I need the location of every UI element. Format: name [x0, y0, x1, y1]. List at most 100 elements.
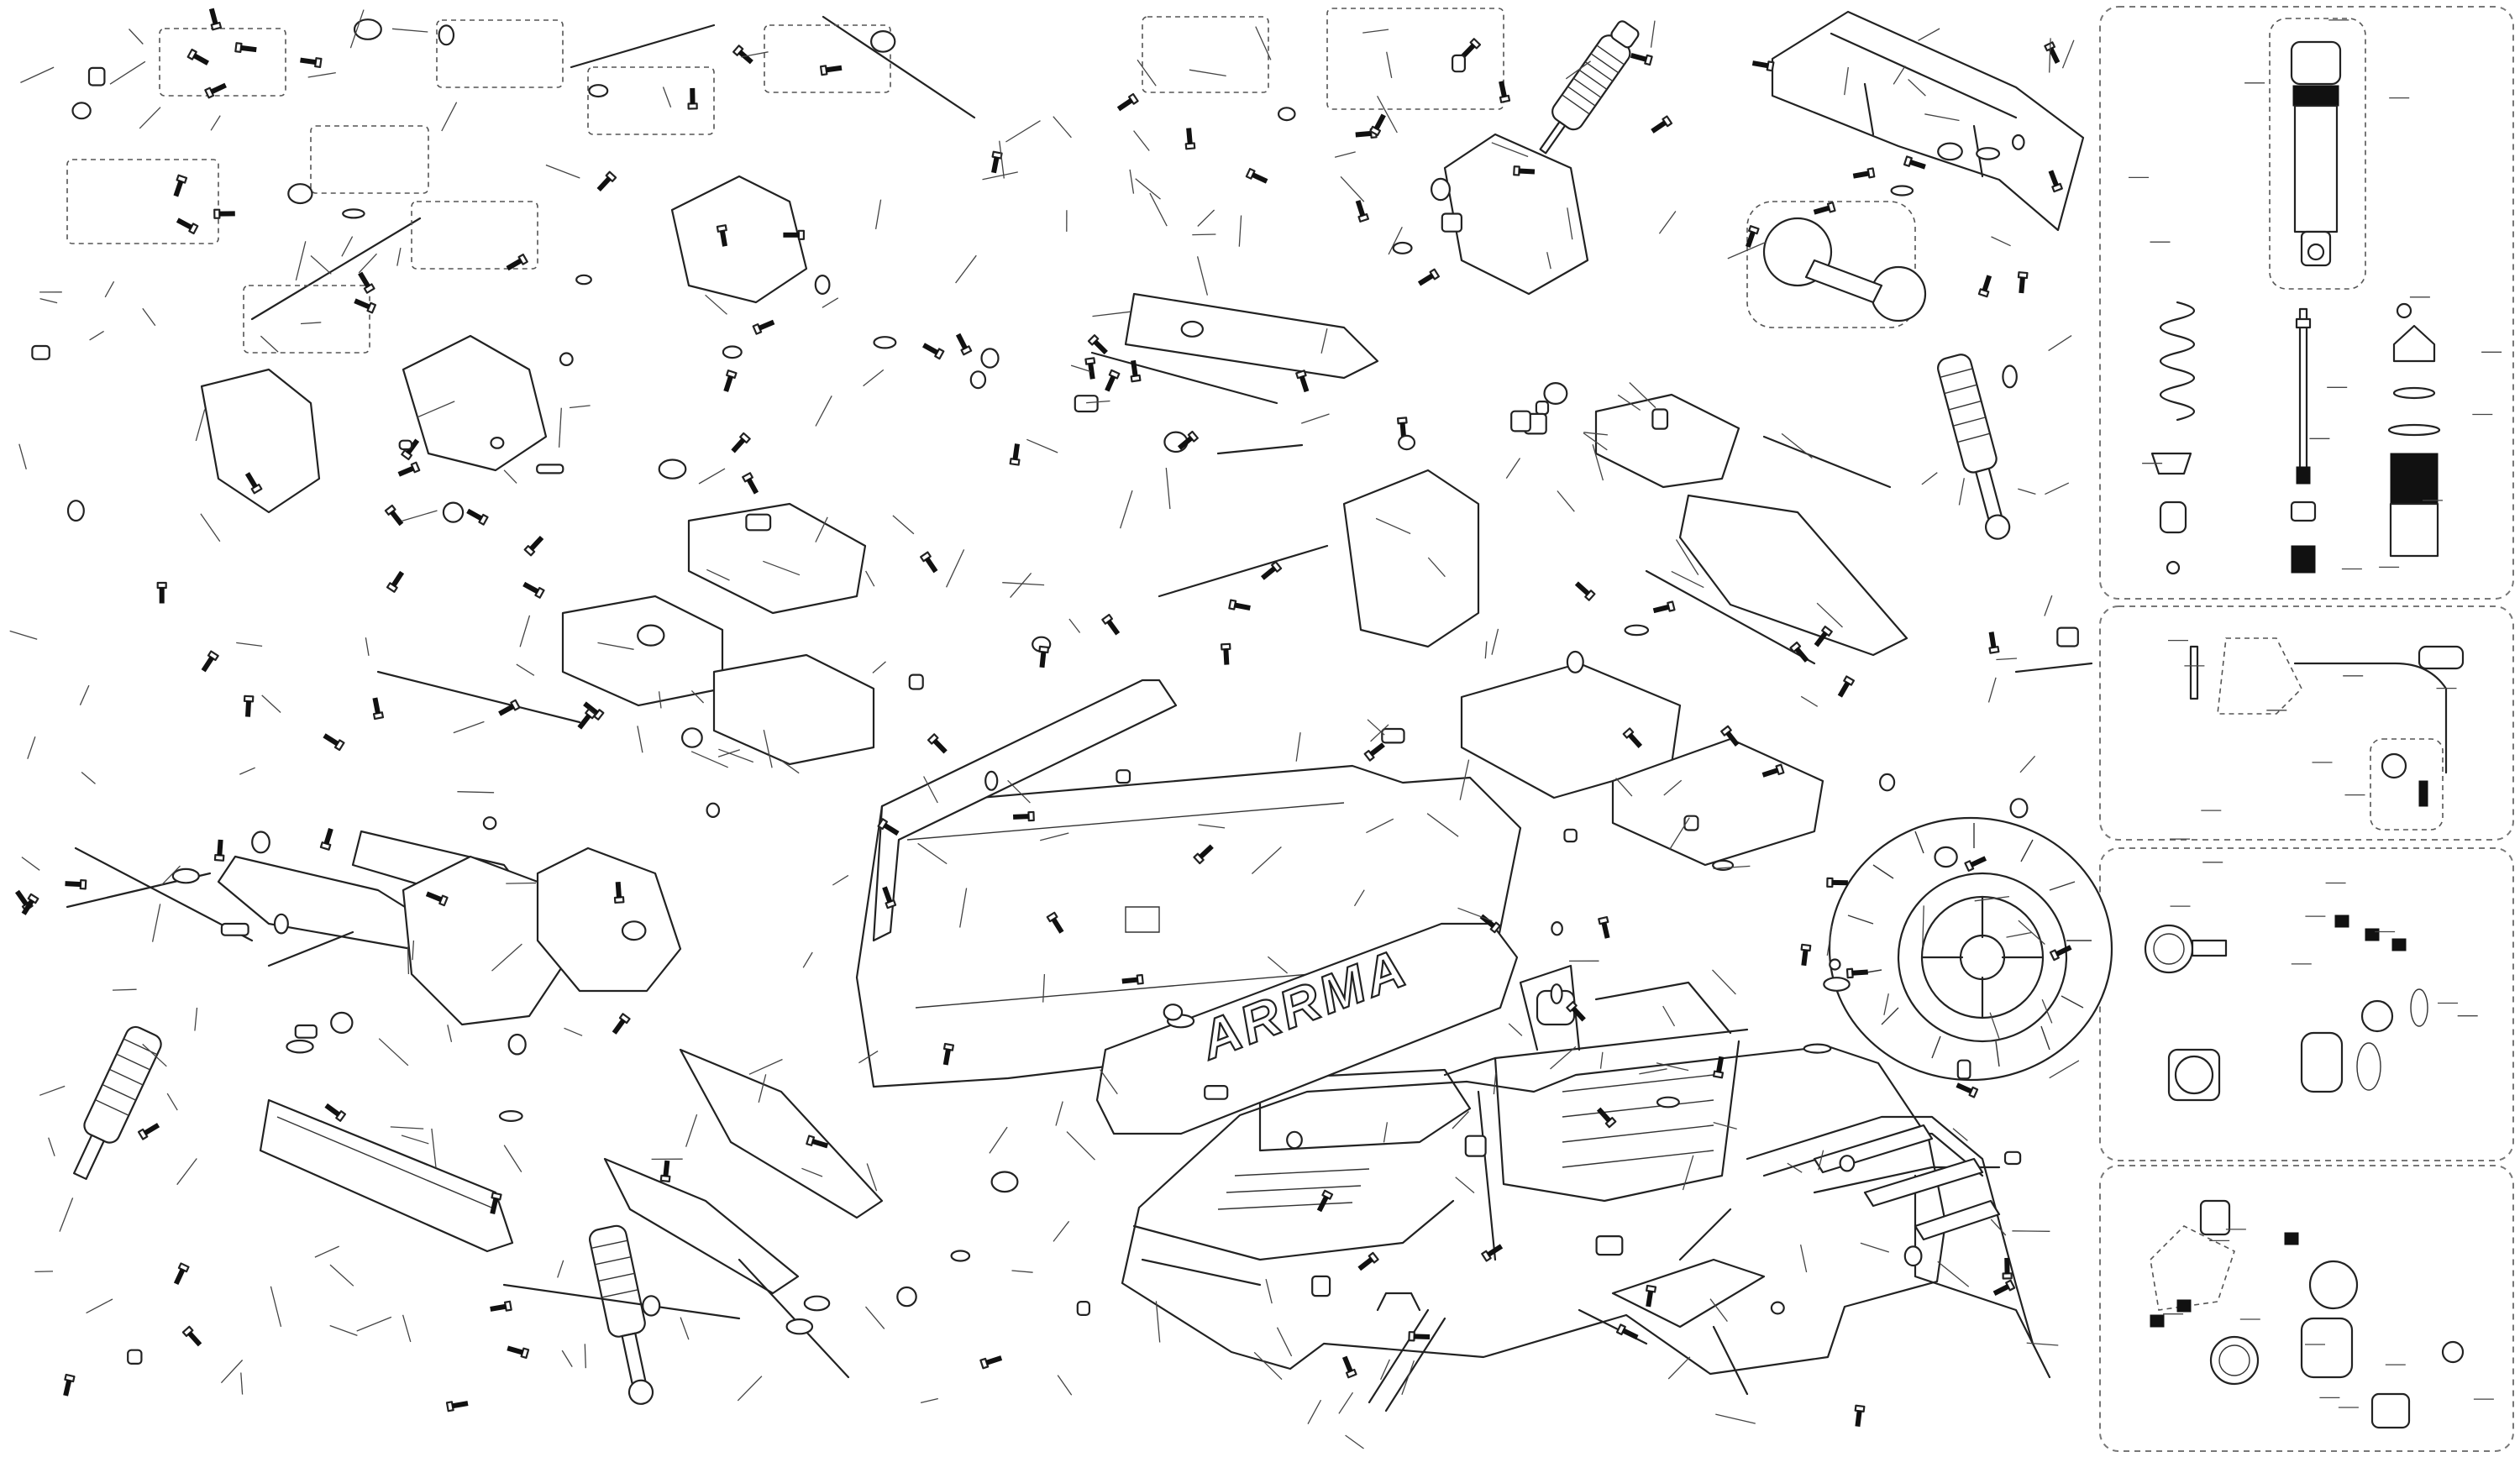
screw: [507, 1345, 530, 1360]
leader-line: [401, 1135, 429, 1145]
screw: [1130, 359, 1142, 383]
leader-line: [1401, 1360, 1415, 1396]
washer: [342, 208, 365, 219]
screw: [1652, 600, 1676, 614]
screw: [1745, 225, 1760, 248]
screw: [783, 229, 806, 240]
leader-line: [166, 1093, 178, 1111]
washer: [490, 437, 505, 449]
screw: [1363, 742, 1385, 762]
screw: [1513, 165, 1536, 176]
washer: [1879, 773, 1896, 792]
screw: [1316, 1189, 1334, 1213]
leader-line: [2012, 1230, 2050, 1232]
tire-wheel: [1828, 816, 2113, 1082]
screw: [2049, 945, 2072, 962]
screw: [922, 343, 945, 360]
screw: [1814, 625, 1833, 647]
leader-line: [989, 1126, 1008, 1154]
screw: [1720, 725, 1740, 747]
leader-line: [109, 60, 146, 85]
washer: [1976, 147, 2001, 160]
leader-line: [680, 1317, 690, 1340]
washer: [498, 1109, 523, 1122]
leader-line: [1455, 1177, 1475, 1193]
leader-line: [220, 1360, 244, 1384]
screw: [213, 208, 235, 219]
leader-line: [1155, 1301, 1161, 1343]
inset-panel-shock: [2099, 6, 2514, 600]
leader-line: [1362, 29, 1389, 34]
tool-wrench: [1368, 1292, 1446, 1412]
leader-line: [329, 1264, 354, 1287]
leader-line: [2045, 482, 2070, 495]
screw: [244, 472, 263, 495]
leader-line: [1002, 582, 1045, 586]
leader-line: [1053, 1220, 1070, 1242]
leader-line: [1265, 1278, 1273, 1304]
leader-line: [1781, 432, 1813, 459]
leader-line: [89, 330, 104, 341]
screw: [1177, 430, 1199, 450]
leader-line: [705, 294, 727, 315]
leader-line: [1253, 1351, 1283, 1381]
bushing: [908, 673, 924, 690]
screw: [181, 1325, 202, 1347]
washer: [1937, 142, 1963, 161]
leader-line: [1671, 570, 1704, 589]
leader-line: [1276, 1327, 1293, 1357]
leader-line: [34, 1271, 54, 1273]
leader-line: [1135, 178, 1161, 200]
leader-line: [1682, 1155, 1694, 1191]
screw: [1646, 1284, 1657, 1308]
washer: [1803, 1043, 1832, 1054]
leader-line: [1300, 413, 1330, 424]
screw: [176, 218, 199, 235]
screw: [1992, 1279, 2016, 1296]
leader-line: [1883, 993, 1889, 1015]
leader-line: [2044, 595, 2053, 616]
leader-line: [1491, 142, 1529, 158]
washer: [66, 500, 85, 522]
leader-line: [300, 322, 322, 325]
washer: [642, 1295, 661, 1317]
screw: [386, 570, 405, 593]
leader-line: [1952, 1128, 1968, 1141]
leader-line: [2061, 39, 2075, 69]
washer: [722, 345, 743, 359]
leader-line: [758, 1074, 767, 1103]
leader-line: [1068, 618, 1081, 633]
leader-line: [1658, 211, 1677, 234]
leader-line: [1583, 432, 1608, 436]
leader-line: [923, 776, 938, 804]
screw: [243, 694, 255, 717]
leader-line: [1053, 116, 1072, 139]
washer: [1770, 1301, 1785, 1315]
leader-line: [1198, 824, 1226, 829]
leader-line: [1996, 658, 2018, 661]
screw: [752, 319, 775, 335]
rear-hub-assembly: [1762, 217, 1927, 322]
leader-line: [9, 630, 38, 640]
leader-line: [706, 569, 730, 581]
leader-line: [917, 842, 948, 865]
washer: [969, 370, 987, 390]
shock-inset-parts: [2150, 18, 2441, 575]
screw: [877, 818, 900, 836]
dashed-kit-groups: [66, 8, 1916, 354]
leader-line: [1197, 209, 1215, 227]
leader-line: [698, 468, 726, 485]
leader-line: [1005, 120, 1041, 143]
bushing: [31, 344, 50, 360]
washer: [575, 274, 592, 286]
leader-line: [129, 29, 144, 45]
washer: [330, 1011, 354, 1035]
bushing: [1074, 395, 1099, 413]
leader-line: [822, 297, 839, 308]
leader-line: [314, 1245, 339, 1258]
leader-line: [959, 888, 968, 928]
leader-line: [718, 748, 754, 763]
screw: [213, 839, 225, 862]
leader-line: [1070, 364, 1091, 373]
washer: [873, 336, 897, 349]
